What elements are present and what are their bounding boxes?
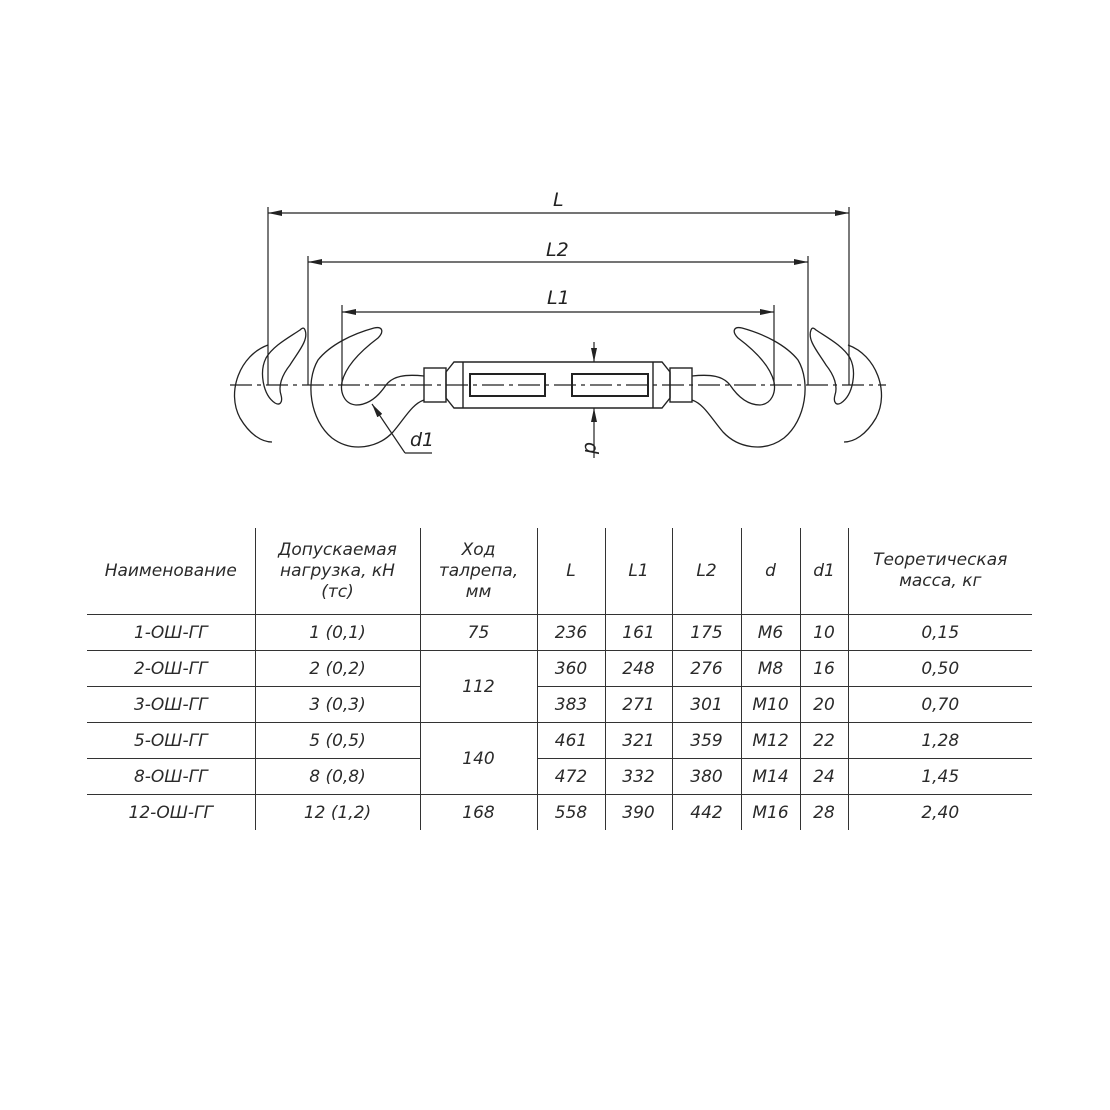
table-row: 8-ОШ-ГГ 8 (0,8) 472 332 380 М14 24 1,45 bbox=[87, 758, 1032, 795]
cell-name: 3-ОШ-ГГ bbox=[87, 686, 255, 723]
turnbuckle-drawing: L L2 L1 d d1 bbox=[230, 189, 886, 458]
cell-name: 2-ОШ-ГГ bbox=[87, 650, 255, 687]
dimension-label-L2: L2 bbox=[546, 239, 569, 261]
cell-L2: 442 bbox=[671, 794, 741, 830]
dimension-label-L1: L1 bbox=[547, 287, 570, 309]
header-d: d bbox=[740, 528, 800, 615]
turnbuckle-body bbox=[423, 361, 693, 409]
cell-L: 236 bbox=[536, 614, 605, 651]
cell-load: 1 (0,1) bbox=[254, 614, 420, 651]
cell-L2: 175 bbox=[671, 614, 741, 651]
cell-L: 461 bbox=[536, 722, 605, 759]
table-row: 1-ОШ-ГГ 1 (0,1) 75 236 161 175 М6 10 0,1… bbox=[87, 614, 1032, 651]
cell-d: М10 bbox=[740, 686, 800, 723]
cell-L2: 301 bbox=[671, 686, 741, 723]
cell-L1: 271 bbox=[604, 686, 672, 723]
cell-L: 360 bbox=[536, 650, 605, 687]
cell-stroke: 75 bbox=[419, 614, 537, 651]
cell-load: 8 (0,8) bbox=[254, 758, 420, 795]
cell-L2: 359 bbox=[671, 722, 741, 759]
cell-L2: 380 bbox=[671, 758, 741, 795]
header-d1: d1 bbox=[799, 528, 848, 615]
cell-load: 12 (1,2) bbox=[254, 794, 420, 830]
cell-mass: 0,15 bbox=[847, 614, 1032, 651]
cell-L1: 248 bbox=[604, 650, 672, 687]
cell-L: 383 bbox=[536, 686, 605, 723]
hook-right bbox=[691, 326, 883, 448]
cell-d: М16 bbox=[740, 794, 800, 830]
cell-load: 2 (0,2) bbox=[254, 650, 420, 687]
cell-mass: 2,40 bbox=[847, 794, 1032, 830]
table-row: 3-ОШ-ГГ 3 (0,3) 383 271 301 М10 20 0,70 bbox=[87, 686, 1032, 723]
cell-load: 3 (0,3) bbox=[254, 686, 420, 723]
cell-name: 12-ОШ-ГГ bbox=[128, 802, 213, 823]
cell-d1: 16 bbox=[799, 650, 848, 687]
header-L: L bbox=[536, 528, 605, 615]
cell-mass: 0,70 bbox=[847, 686, 1032, 723]
cell-d: М12 bbox=[740, 722, 800, 759]
cell-name: 1-ОШ-ГГ bbox=[87, 614, 255, 651]
cell-L1: 321 bbox=[604, 722, 672, 759]
cell-stroke: 112 bbox=[419, 650, 537, 723]
table-row: 5-ОШ-ГГ 5 (0,5) 140 461 321 359 М12 22 1… bbox=[87, 722, 1032, 795]
cell-mass: 1,45 bbox=[847, 758, 1032, 795]
cell-L: 558 bbox=[536, 794, 605, 830]
cell-L2: 276 bbox=[671, 650, 741, 687]
cell-stroke: 140 bbox=[419, 722, 537, 795]
cell-d: М6 bbox=[740, 614, 800, 651]
dimension-label-d1: d1 bbox=[410, 429, 434, 451]
cell-load: 5 (0,5) bbox=[254, 722, 420, 759]
cell-d: М8 bbox=[740, 650, 800, 687]
header-L2: L2 bbox=[671, 528, 741, 615]
cell-mass: 0,50 bbox=[847, 650, 1032, 687]
cell-L1: 390 bbox=[604, 794, 672, 830]
hook-left bbox=[233, 326, 425, 448]
dimension-label-L: L bbox=[553, 189, 564, 211]
cell-d1: 10 bbox=[799, 614, 848, 651]
cell-L1: 161 bbox=[604, 614, 672, 651]
cell-L: 472 bbox=[536, 758, 605, 795]
cell-d1: 20 bbox=[799, 686, 848, 723]
cell-d1: 22 bbox=[799, 722, 848, 759]
dimension-label-d: d bbox=[580, 442, 602, 455]
cell-name: 5-ОШ-ГГ bbox=[87, 722, 255, 759]
header-L1: L1 bbox=[604, 528, 672, 615]
cell-d1: 24 bbox=[799, 758, 848, 795]
cell-d1: 28 bbox=[799, 794, 848, 830]
cell-L1: 332 bbox=[604, 758, 672, 795]
cell-mass: 1,28 bbox=[847, 722, 1032, 759]
table-row: 12-ОШ-ГГ 12 (1,2) 168 558 390 442 М16 28… bbox=[87, 794, 1032, 830]
header-name: Наименование bbox=[87, 528, 255, 615]
cell-d: М14 bbox=[740, 758, 800, 795]
cell-name: 8-ОШ-ГГ bbox=[87, 758, 255, 795]
table-row: 2-ОШ-ГГ 2 (0,2) 112 360 248 276 М8 16 0,… bbox=[87, 650, 1032, 723]
cell-stroke: 168 bbox=[419, 794, 537, 830]
